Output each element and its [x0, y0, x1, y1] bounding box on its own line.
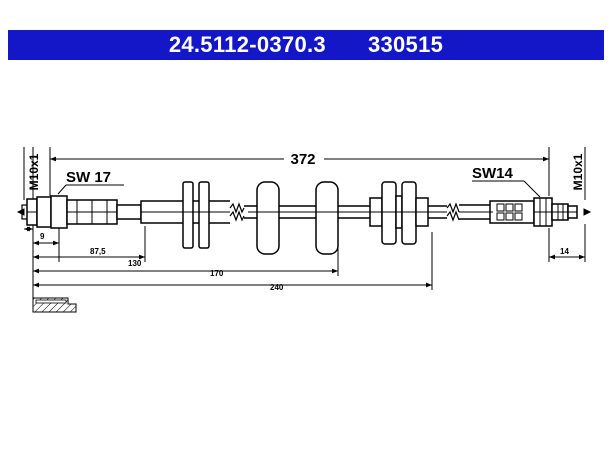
section-detail [32, 297, 77, 313]
dim-9: 9 [40, 232, 45, 241]
overall-length-label: 372 [290, 151, 315, 168]
dim-130: 130 [128, 259, 142, 268]
right-thread-label: M10x1 [571, 153, 585, 190]
hose-body [21, 181, 578, 255]
dim-87-5: 87,5 [90, 247, 106, 256]
left-thread-label: M10x1 [27, 153, 41, 190]
dim-240: 240 [270, 283, 284, 292]
dim-170: 170 [210, 269, 224, 278]
part-number: 24.5112-0370.3 [168, 32, 326, 57]
right-wrench-label: SW14 [472, 165, 514, 182]
reference-number: 330515 [367, 32, 444, 57]
left-wrench-label: SW 17 [66, 169, 111, 186]
dim-14: 14 [560, 247, 569, 256]
header-banner: 24.5112-0370.3 330515 [8, 30, 604, 60]
